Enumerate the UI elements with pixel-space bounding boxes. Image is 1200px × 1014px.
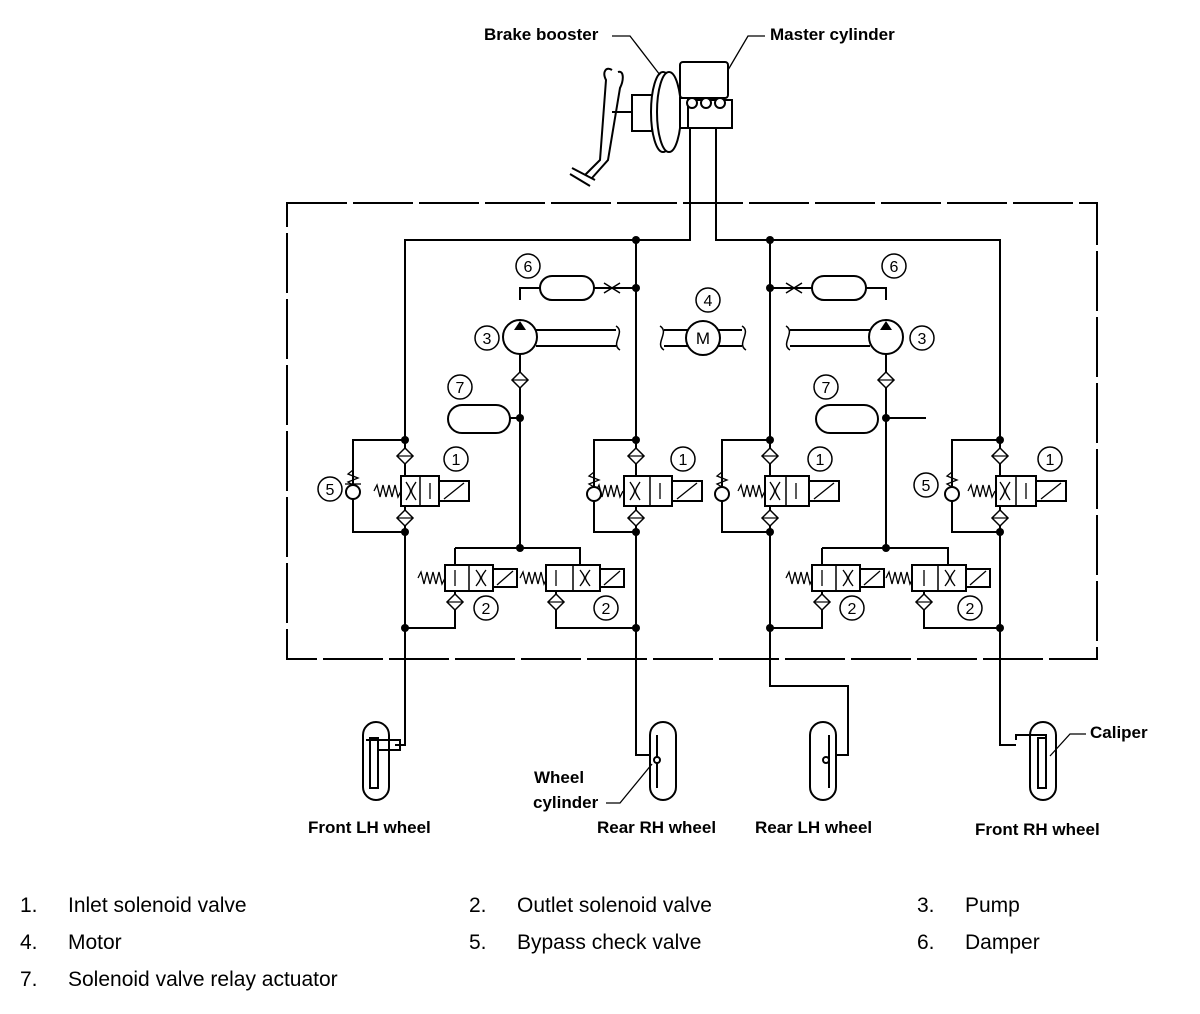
legend-text: Motor (68, 931, 122, 954)
callout-motor: 4 (704, 293, 713, 310)
callout-inlet-rr: 1 (679, 452, 688, 469)
bypass-check-valve-rl-icon (714, 471, 730, 502)
callout-outlet-2: 2 (602, 601, 611, 618)
master-cylinder-leader (727, 35, 765, 71)
legend-text: Outlet solenoid valve (517, 894, 712, 917)
caliper-label: Caliper (1090, 723, 1148, 742)
right-circuit-lines (721, 240, 1001, 660)
callout-damper-left: 6 (524, 259, 533, 276)
bypass-check-valve-rr-icon (586, 471, 602, 502)
callout-relay-left: 7 (456, 380, 465, 397)
bypass-check-valve-fr-icon (944, 471, 960, 502)
brake-booster-label: Brake booster (484, 25, 599, 44)
master-cylinder-label: Master cylinder (770, 25, 895, 44)
outlet-valve-2-icon (519, 564, 625, 611)
callout-outlet-1: 2 (482, 601, 491, 618)
callout-circles (317, 253, 1063, 621)
motor-icon: M (664, 320, 742, 356)
callout-outlet-4: 2 (966, 601, 975, 618)
outlet-valve-3-icon (785, 564, 885, 611)
callout-inlet-rl: 1 (816, 452, 825, 469)
wheel-cylinder-label-line1: Wheel (534, 768, 584, 787)
outlet-valve-4-icon (885, 564, 991, 611)
callout-relay-right: 7 (822, 380, 831, 397)
legend-number: 7. (20, 968, 38, 991)
callout-inlet-fr: 1 (1046, 452, 1055, 469)
inlet-valve-fl-icon (373, 447, 470, 527)
master-outlet-lines (404, 128, 1001, 440)
front-lh-wheel-label: Front LH wheel (308, 818, 431, 837)
callout-pump-right: 3 (918, 331, 927, 348)
wheel-cylinder-leader (606, 763, 653, 804)
actuator-unit-boundary (286, 202, 1098, 660)
wheel-lines (395, 660, 1016, 756)
pump-right-icon (868, 319, 904, 389)
legend-number: 2. (469, 894, 487, 917)
legend-text: Solenoid valve relay actuator (68, 968, 338, 991)
master-cylinder-icon (679, 61, 733, 129)
legend: 1. Inlet solenoid valve 2. Outlet soleno… (0, 880, 1200, 1010)
legend-number: 1. (20, 894, 38, 917)
inlet-valve-rl-icon (737, 447, 840, 527)
callout-bypass-right: 5 (922, 478, 931, 495)
brake-pedal-icon (569, 67, 624, 187)
callout-damper-right: 6 (890, 259, 899, 276)
bypass-check-valve-fl-icon (345, 469, 361, 500)
legend-number: 4. (20, 931, 38, 954)
relay-actuator-right-icon (815, 404, 879, 434)
rear-rh-wheel-cylinder-icon (649, 721, 677, 801)
damper-left-icon (539, 275, 621, 301)
pump-left-icon (502, 319, 538, 389)
callout-outlet-3: 2 (848, 601, 857, 618)
callout-inlet-fl: 1 (452, 452, 461, 469)
rear-rh-wheel-label: Rear RH wheel (597, 818, 716, 837)
caliper-leader (1049, 733, 1086, 757)
inlet-valve-rr-icon (595, 447, 703, 527)
rear-lh-wheel-label: Rear LH wheel (755, 818, 872, 837)
callout-bypass-left: 5 (326, 482, 335, 499)
legend-number: 5. (469, 931, 487, 954)
relay-actuator-left-icon (447, 404, 511, 434)
legend-number: 3. (917, 894, 935, 917)
legend-text: Damper (965, 931, 1040, 954)
abs-hydraulic-diagram: Brake booster Master cylinder (286, 25, 1148, 839)
junction-dots (401, 236, 1004, 632)
wheel-cylinder-label-line2: cylinder (533, 793, 599, 812)
legend-number: 6. (917, 931, 935, 954)
front-lh-wheel-caliper-icon (362, 721, 401, 801)
shaft-break-marks (615, 325, 791, 351)
inlet-valve-fr-icon (967, 447, 1067, 527)
front-rh-wheel-caliper-icon (1015, 721, 1057, 801)
legend-text: Bypass check valve (517, 931, 702, 954)
outlet-valve-1-icon (417, 564, 518, 611)
callout-pump-left: 3 (483, 331, 492, 348)
legend-text: Pump (965, 894, 1020, 917)
rear-lh-wheel-cylinder-icon (809, 721, 837, 801)
legend-text: Inlet solenoid valve (68, 894, 247, 917)
motor-symbol-text: M (696, 329, 710, 348)
left-circuit-lines (352, 240, 637, 660)
brake-booster-leader (612, 35, 661, 76)
callout-numbers: 6 6 4 3 3 7 7 1 1 1 1 5 5 2 2 2 2 (326, 259, 1055, 618)
front-rh-wheel-label: Front RH wheel (975, 820, 1100, 839)
damper-right-icon (785, 275, 867, 301)
